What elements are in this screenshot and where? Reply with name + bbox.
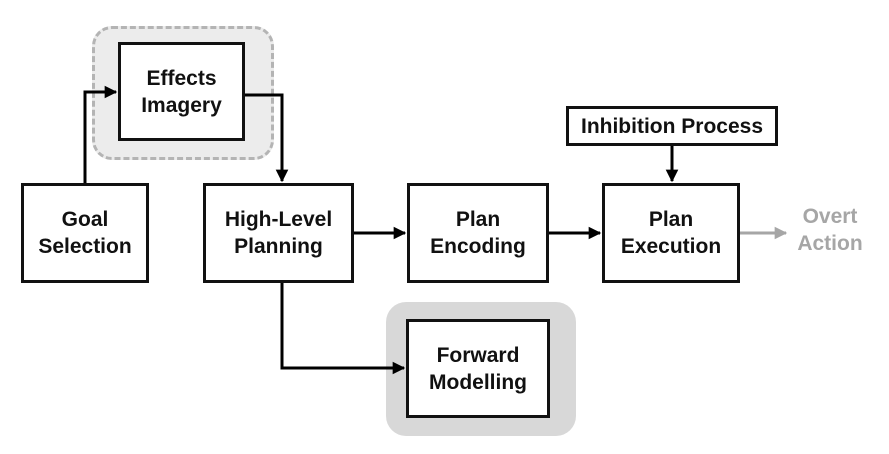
plan-execution-line-1: Plan <box>648 208 694 231</box>
overt-action-line-1: Overt <box>802 205 858 228</box>
inhibition-process-label: Inhibition Process <box>580 114 764 138</box>
overt-action-line-2: Action <box>797 232 863 255</box>
effects-imagery-line-1: Effects <box>146 66 217 90</box>
effects-imagery-line-2: Imagery <box>141 93 222 117</box>
forward-modelling-box: Forward Modelling <box>406 319 550 418</box>
plan-execution-box: Plan Execution <box>602 183 740 283</box>
inhibition-process-box: Inhibition Process <box>566 106 778 146</box>
forward-modelling-line-2: Modelling <box>429 370 527 394</box>
plan-encoding-line-1: Plan <box>455 208 501 231</box>
plan-encoding-line-2: Encoding <box>430 235 526 258</box>
effects-imagery-box: Effects Imagery <box>118 42 245 141</box>
forward-modelling-line-1: Forward <box>436 343 520 367</box>
goal-selection-line-1: Goal <box>61 208 109 231</box>
high-level-planning-box: High-Level Planning <box>203 183 354 283</box>
high-level-planning-line-2: Planning <box>234 235 323 258</box>
high-level-planning-line-1: High-Level <box>224 208 333 231</box>
overt-action-label: Overt Action <box>790 203 870 257</box>
plan-execution-line-2: Execution <box>620 235 722 258</box>
plan-encoding-box: Plan Encoding <box>407 183 549 283</box>
goal-selection-line-2: Selection <box>38 235 132 258</box>
goal-selection-box: Goal Selection <box>21 183 149 283</box>
